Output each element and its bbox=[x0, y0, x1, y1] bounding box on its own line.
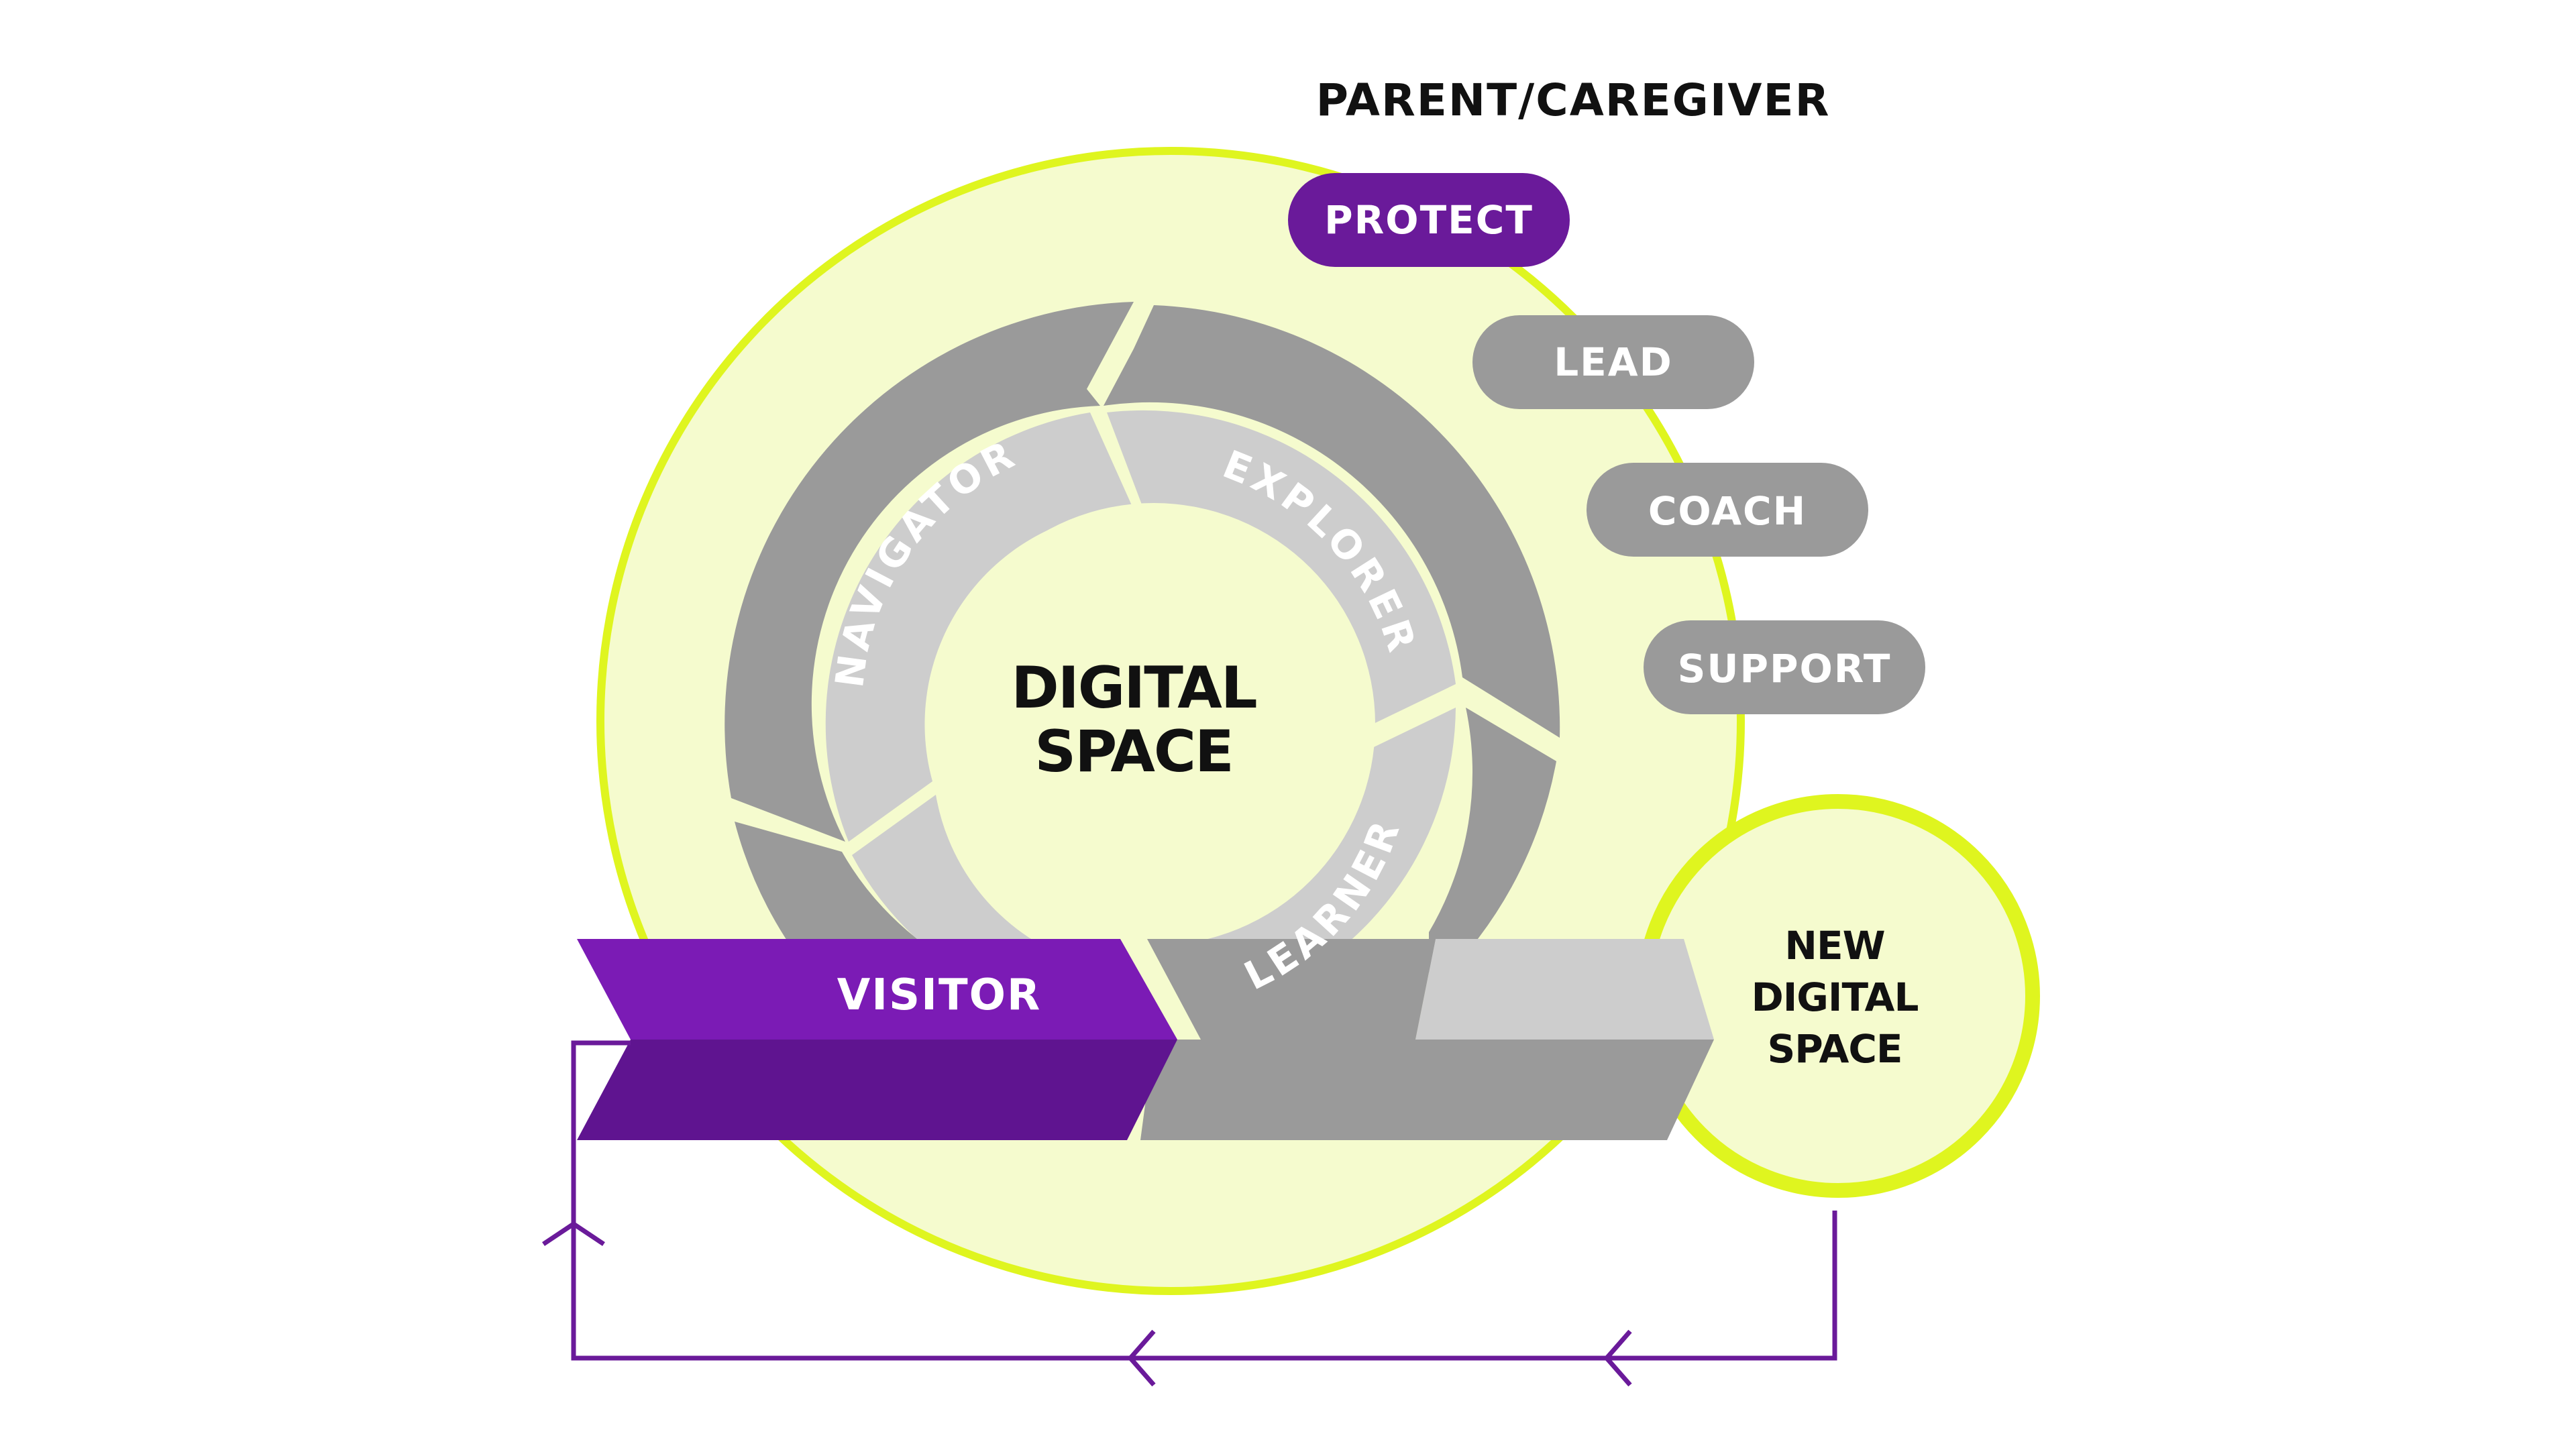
loop-arrow-right bbox=[1603, 1329, 1632, 1387]
new-digital-space-line2: DIGITAL bbox=[1752, 974, 1919, 1020]
feedback-loop-line bbox=[571, 1040, 1837, 1361]
digital-space-circle bbox=[932, 503, 1375, 946]
coach-pill-bg bbox=[1587, 463, 1868, 557]
support-pill-bg bbox=[1644, 620, 1925, 714]
new-digital-space-line1: NEW bbox=[1784, 923, 1884, 968]
transition-band-bottom bbox=[1140, 1040, 1714, 1140]
visitor-label: VISITOR bbox=[837, 970, 1042, 1020]
lead-pill-bg bbox=[1472, 315, 1754, 409]
coach-label: COACH bbox=[1648, 488, 1807, 534]
lead-label: LEAD bbox=[1554, 339, 1673, 385]
transition-band-notch bbox=[1147, 939, 1436, 1040]
outer-ring bbox=[724, 302, 1560, 993]
new-digital-space-line3: SPACE bbox=[1767, 1026, 1902, 1072]
outer-ring-right bbox=[1104, 305, 1560, 738]
outer-ring-left bbox=[724, 302, 1134, 842]
visitor-chevron-top bbox=[577, 939, 1177, 1040]
protect-pill-bg bbox=[1288, 173, 1570, 267]
visitor-chevron-bottom bbox=[577, 1040, 1177, 1140]
explorer-segment bbox=[1107, 410, 1456, 731]
digital-space-label-line1: DIGITAL bbox=[1011, 655, 1256, 722]
outer-ring-lower-right bbox=[1429, 708, 1556, 993]
feedback-loop bbox=[542, 1040, 1837, 1387]
role-pill-protect[interactable]: PROTECT bbox=[1288, 173, 1570, 267]
outer-ring-lower-left bbox=[735, 822, 936, 952]
role-pill-lead[interactable]: LEAD bbox=[1472, 315, 1754, 409]
loop-arrow-mid bbox=[1127, 1329, 1156, 1387]
loop-arrow-up bbox=[542, 1221, 605, 1246]
protect-label: PROTECT bbox=[1324, 197, 1534, 243]
caregiver-heading: PARENT/CAREGIVER bbox=[1316, 74, 1831, 126]
digital-space-label-line2: SPACE bbox=[1034, 718, 1233, 785]
visitor-chevron bbox=[577, 939, 1177, 1140]
support-label: SUPPORT bbox=[1678, 646, 1892, 691]
role-pill-support[interactable]: SUPPORT bbox=[1644, 620, 1925, 714]
role-pill-coach[interactable]: COACH bbox=[1587, 463, 1868, 557]
lower-left-segment bbox=[852, 795, 1036, 952]
transition-band-top bbox=[1415, 939, 1714, 1040]
navigator-segment bbox=[825, 412, 1134, 842]
